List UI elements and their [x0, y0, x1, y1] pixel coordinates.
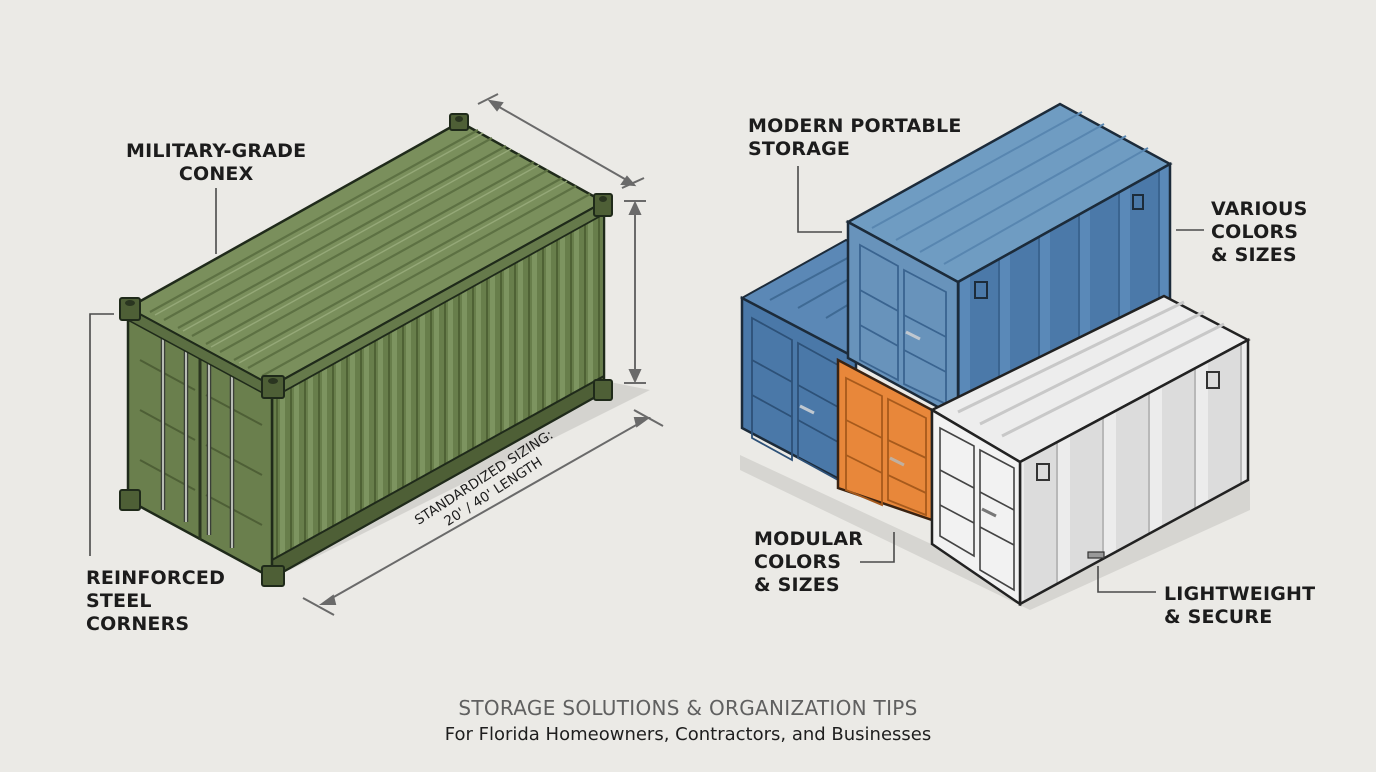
orange-container — [836, 357, 934, 522]
leader-lines-left — [89, 188, 217, 556]
label-military-grade-conex: MILITARY-GRADE CONEX — [126, 140, 307, 185]
label-lightweight-secure: LIGHTWEIGHT & SECURE — [1164, 583, 1316, 628]
white-container — [929, 294, 1251, 607]
label-various-colors-sizes: VARIOUS COLORS & SIZES — [1211, 198, 1308, 266]
label-modular-colors-sizes: MODULAR COLORS & SIZES — [754, 528, 864, 596]
footer-subtitle: For Florida Homeowners, Contractors, and… — [444, 724, 932, 745]
label-reinforced-steel-corners: REINFORCED STEEL CORNERS — [86, 567, 226, 635]
military-container-illustration — [119, 113, 650, 587]
blue-container-top — [845, 102, 1173, 421]
label-modern-portable-storage: MODERN PORTABLE STORAGE — [748, 115, 962, 160]
dimension-arrows — [302, 93, 664, 616]
leader-lines-right — [797, 166, 1204, 593]
footer-title: STORAGE SOLUTIONS & ORGANIZATION TIPS — [458, 696, 918, 720]
